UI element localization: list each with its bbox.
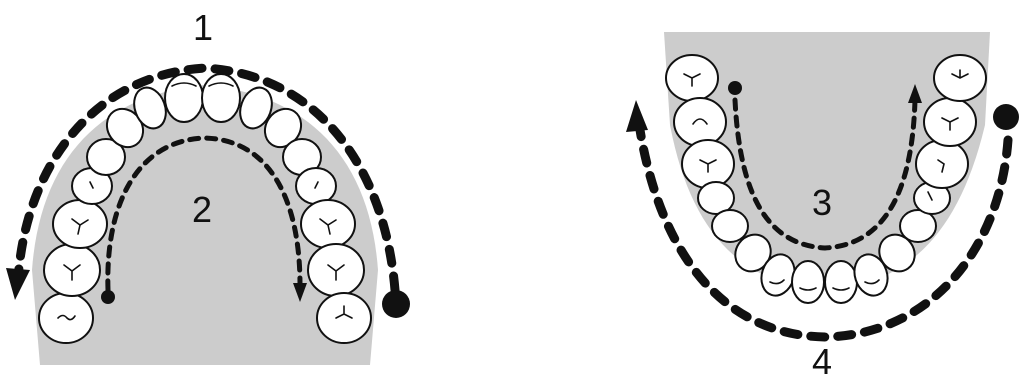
lower-tooth	[878, 233, 916, 273]
upper-teeth	[38, 73, 372, 344]
upper-tooth	[201, 73, 241, 123]
lower-outer-start-dot	[993, 104, 1019, 130]
upper-tooth	[164, 73, 204, 123]
upper-inner-arrowhead	[293, 283, 307, 302]
upper-arch	[6, 63, 410, 365]
lower-outer-arrowhead	[626, 100, 648, 132]
label-lower-outer: 4	[812, 341, 832, 378]
upper-tooth	[316, 292, 372, 344]
lower-inner-brush-path	[732, 97, 918, 251]
lower-tooth	[673, 97, 727, 147]
lower-outer-brush-path	[635, 125, 1013, 342]
lower-tooth	[791, 260, 825, 304]
upper-inner-brush-path	[105, 135, 303, 293]
lower-tooth	[853, 253, 889, 297]
upper-tooth	[263, 107, 303, 149]
lower-tooth	[711, 209, 749, 243]
lower-tooth-fissures	[683, 69, 969, 291]
lower-inner-arrowhead	[908, 84, 922, 103]
upper-tooth	[86, 138, 126, 176]
lower-tooth	[899, 209, 937, 243]
upper-outer-brush-path	[13, 63, 400, 295]
lower-tooth	[697, 181, 735, 215]
lower-tooth	[915, 139, 969, 189]
upper-outer-arrowhead	[6, 268, 30, 300]
label-lower-inner: 3	[812, 182, 832, 223]
upper-outer-start-dot	[382, 290, 410, 318]
label-upper-inner: 2	[192, 189, 212, 230]
upper-inner-start-dot	[101, 290, 115, 304]
label-upper-outer: 1	[193, 7, 213, 48]
lower-tooth	[824, 260, 858, 304]
lower-arch	[626, 32, 1019, 342]
upper-tooth	[239, 86, 273, 130]
upper-tooth-fissures	[57, 82, 353, 321]
upper-tooth	[133, 86, 167, 130]
lower-inner-start-dot	[728, 81, 742, 95]
